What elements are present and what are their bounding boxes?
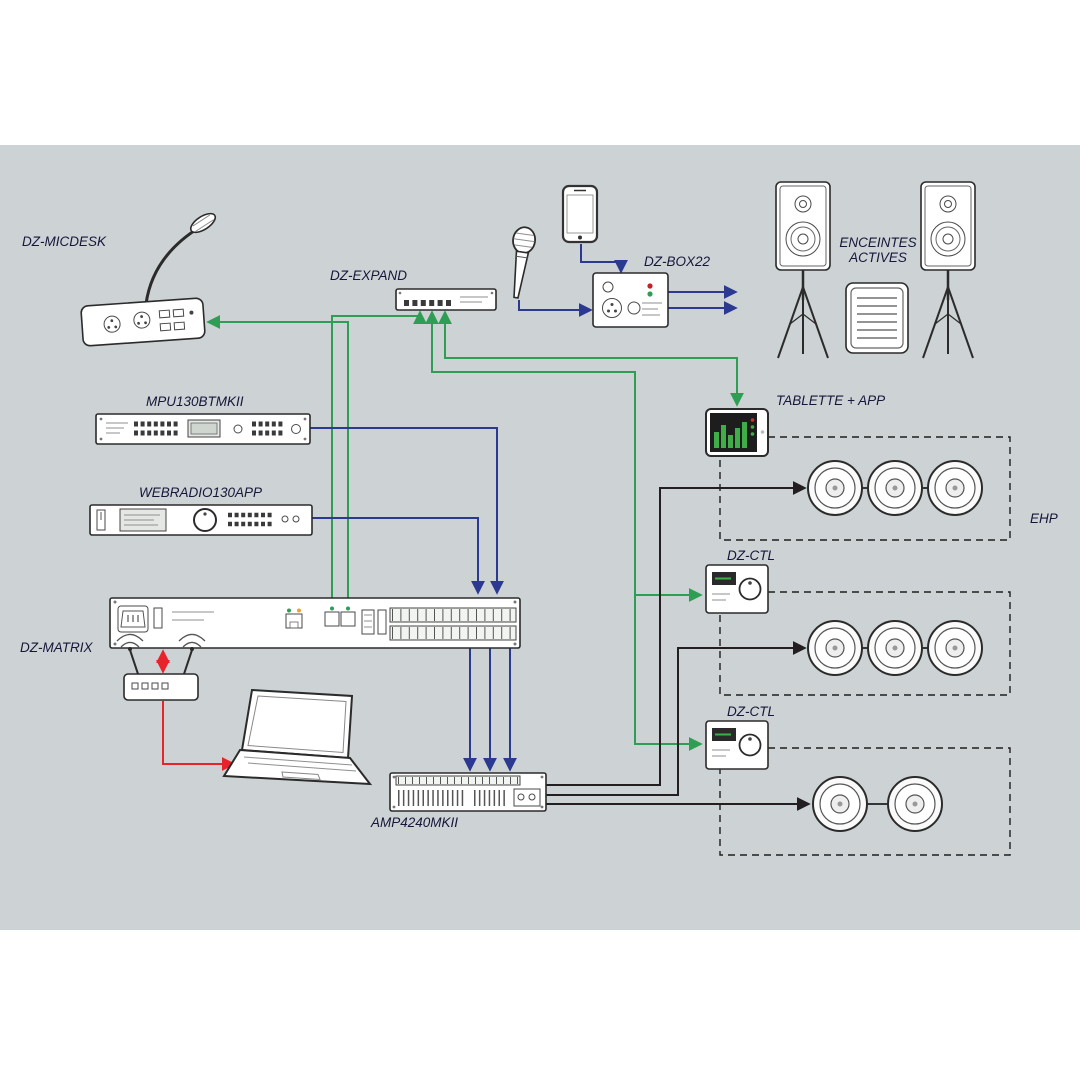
label-enceintes-1: ENCEINTES	[839, 235, 916, 250]
label-amp: AMP4240MKII	[370, 815, 458, 830]
cable-red-router-to-laptop	[162, 701, 236, 771]
expand-device	[395, 288, 497, 311]
ceiling-speaker	[807, 460, 863, 516]
ctl2-device	[705, 720, 769, 770]
label-ctl-1: DZ-CTL	[727, 548, 775, 563]
cable-blue-mic-to-box22	[518, 300, 593, 317]
matrix-device	[109, 597, 521, 649]
cable-black-amp-to-zone2	[546, 641, 807, 796]
active-speaker-left	[774, 180, 832, 360]
cable-green-expand-to-tablet	[438, 310, 744, 407]
label-matrix: DZ-MATRIX	[20, 640, 93, 655]
tablet-device	[705, 408, 769, 457]
cable-green-matrix-to-expand	[331, 310, 427, 598]
micdesk-device	[80, 212, 217, 347]
cable-blue-phone-to-box22	[580, 244, 628, 274]
active-speaker-right	[919, 180, 977, 360]
ctl1-device	[705, 564, 769, 614]
label-ehp: EHP	[1030, 511, 1058, 526]
cable-green-to-ctl2	[634, 595, 703, 751]
speaker-zone-3	[719, 747, 1011, 856]
laptop-device	[222, 688, 373, 786]
cable-green-matrix-to-micdesk	[206, 315, 349, 598]
speaker-zone-2	[719, 591, 1011, 696]
label-enceintes-2: ACTIVES	[848, 250, 907, 265]
handheld-mic-device	[512, 226, 537, 299]
wall-speaker	[845, 282, 909, 354]
ceiling-speaker	[927, 460, 983, 516]
label-ctl-2: DZ-CTL	[727, 704, 775, 719]
mpu-device	[95, 413, 311, 445]
ceiling-speaker	[867, 460, 923, 516]
router-device	[116, 633, 206, 701]
box22-device	[592, 272, 669, 328]
ceiling-speaker	[812, 776, 868, 832]
label-box22: DZ-BOX22	[644, 254, 711, 269]
ceiling-speaker	[927, 620, 983, 676]
ceiling-speaker	[867, 620, 923, 676]
label-mpu: MPU130BTMKII	[146, 394, 244, 409]
cable-black-amp-to-zone1	[546, 481, 807, 786]
amp-device	[389, 772, 547, 812]
label-expand: DZ-EXPAND	[330, 268, 407, 283]
ceiling-speaker	[887, 776, 943, 832]
smartphone-device	[561, 184, 599, 244]
cable-blue-mpu-to-matrix	[310, 427, 504, 595]
webradio-device	[89, 504, 313, 536]
label-webradio: WEBRADIO130APP	[139, 485, 262, 500]
label-micdesk: DZ-MICDESK	[22, 234, 107, 249]
label-tablette: TABLETTE + APP	[776, 393, 885, 408]
speaker-zone-1	[719, 436, 1011, 541]
cable-blue-webradio-to-matrix	[310, 517, 485, 595]
ceiling-speaker	[807, 620, 863, 676]
